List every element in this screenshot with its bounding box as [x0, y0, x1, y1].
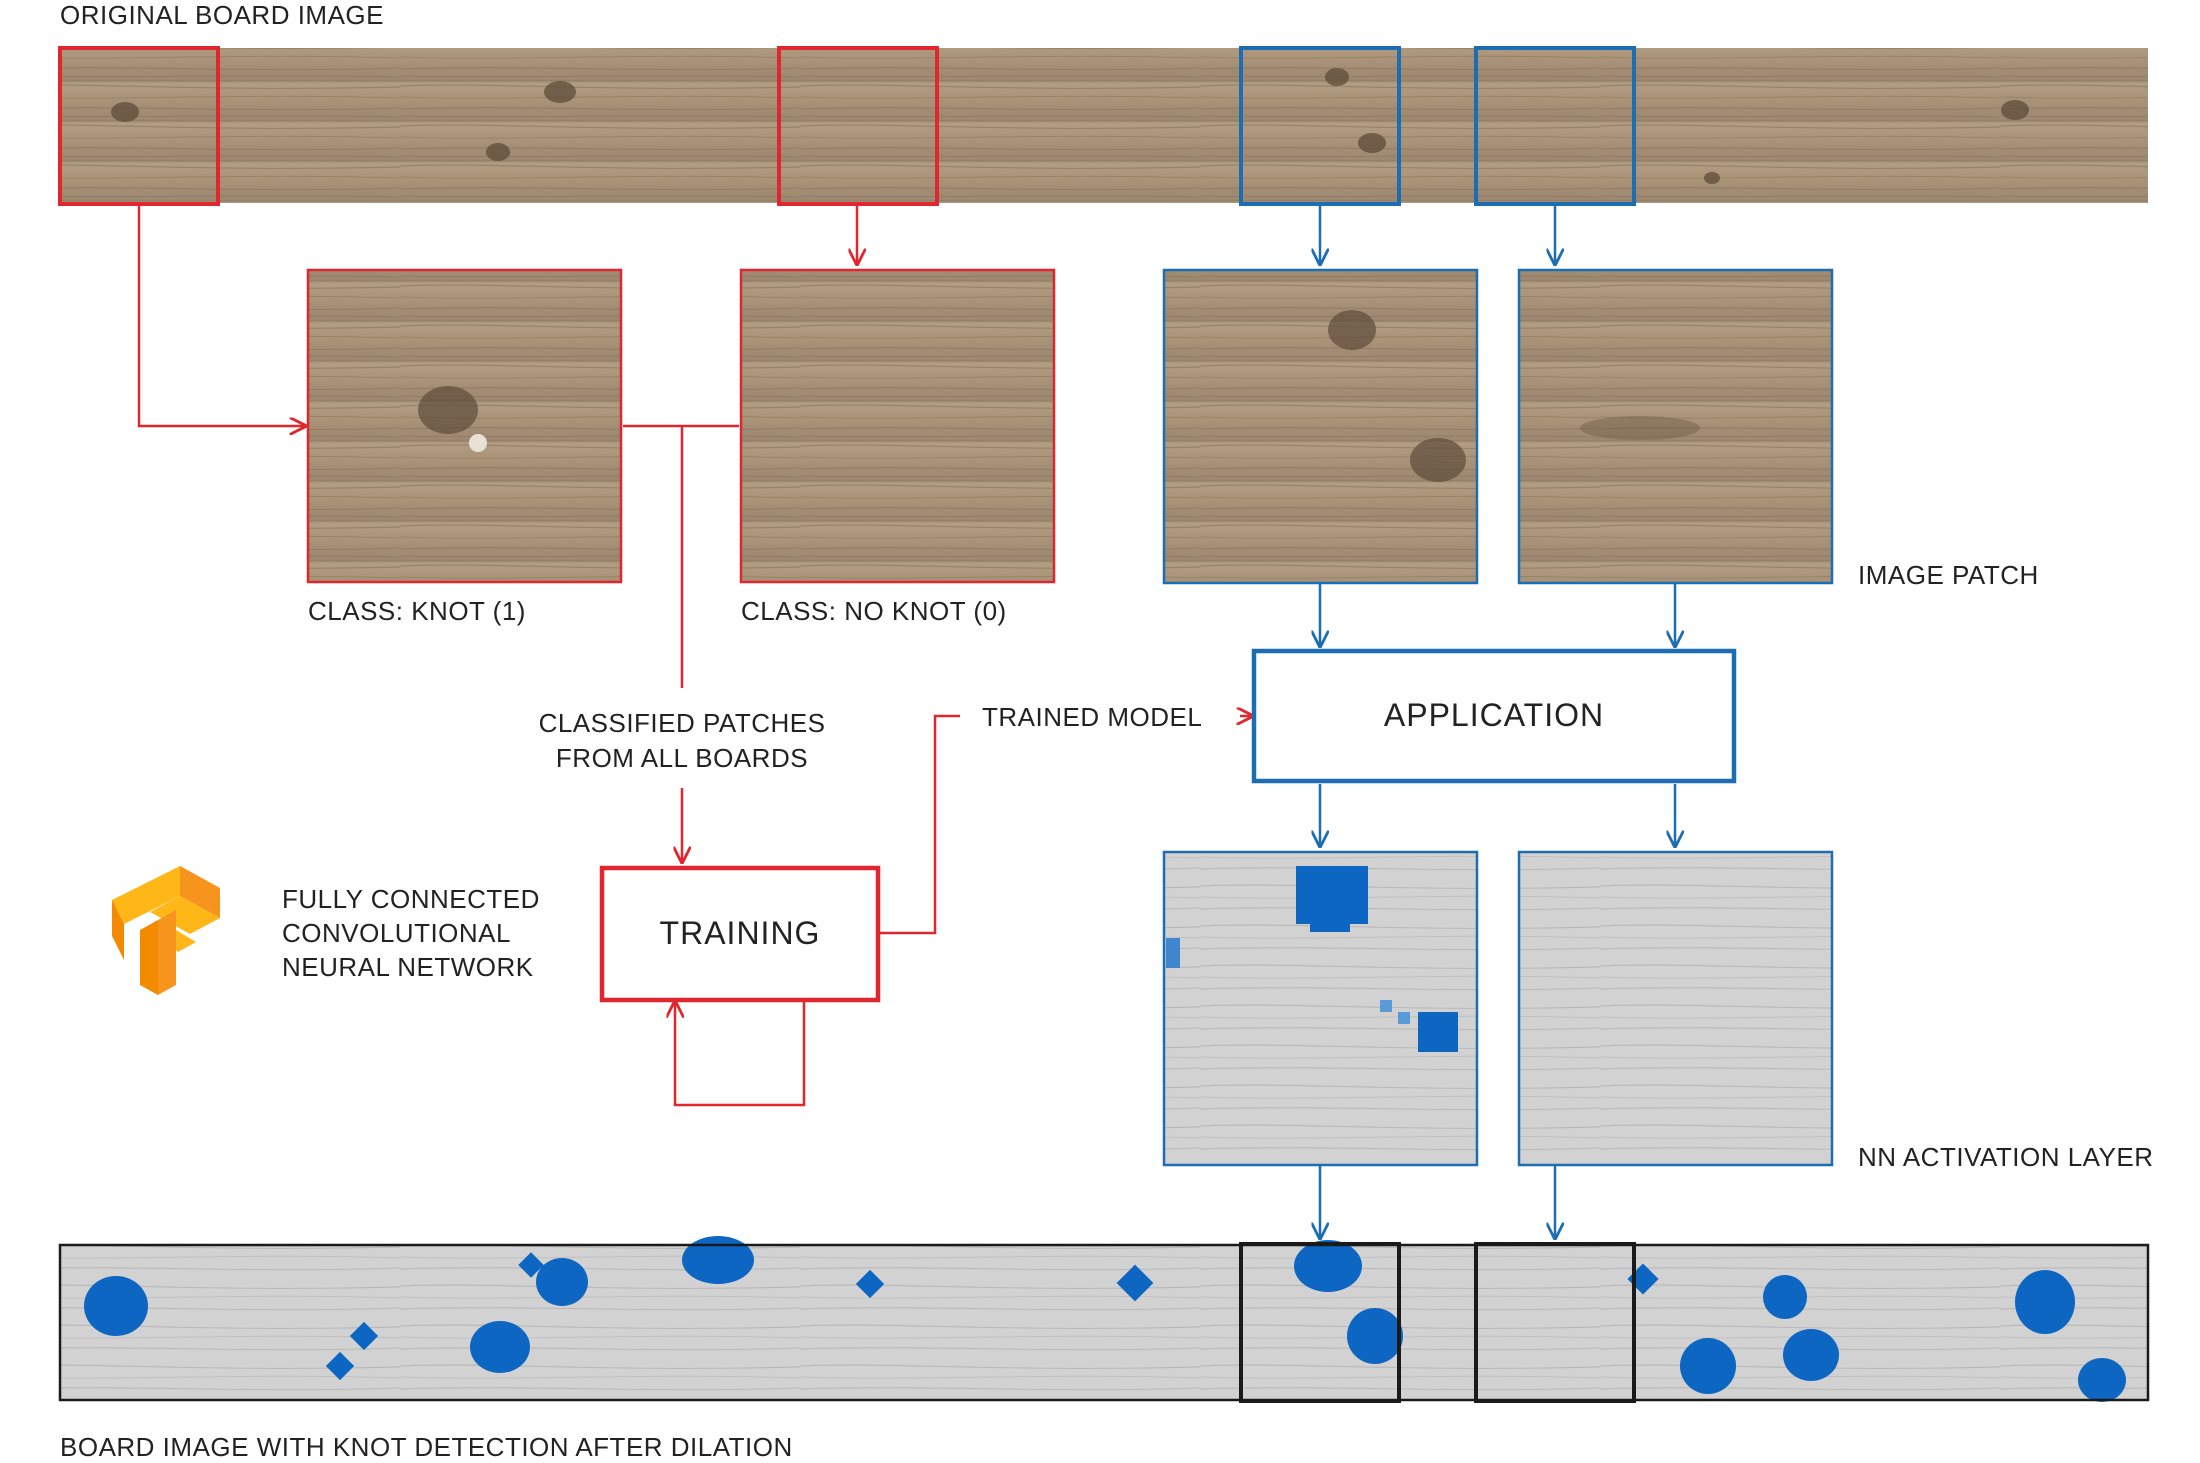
application-label: APPLICATION	[1383, 697, 1605, 733]
fcnn-line-3: NEURAL NETWORK	[282, 952, 534, 982]
knot-class-patch	[306, 268, 623, 584]
detection-board-image	[58, 1236, 2150, 1402]
application-box	[1251, 648, 1737, 784]
classified-patches-label: CLASSIFIED PATCHES FROM ALL BOARDS	[512, 706, 852, 776]
detection-window-2	[1474, 1242, 1636, 1403]
original-board-image	[60, 48, 2148, 203]
fcnn-line-2: CONVOLUTIONAL	[282, 918, 511, 948]
class-knot-label: CLASS: KNOT (1)	[308, 596, 526, 626]
patch-selection-1	[1239, 46, 1401, 206]
training-arrows	[137, 205, 1252, 1107]
detection-window-1	[1239, 1242, 1401, 1403]
no-knot-sample-selection	[777, 46, 939, 206]
board-knots	[111, 68, 2029, 184]
fcnn-label: FULLY CONNECTED CONVOLUTIONAL NEURAL NET…	[282, 882, 540, 984]
classified-patches-line-1: CLASSIFIED PATCHES	[538, 708, 826, 738]
training-box	[599, 865, 881, 1003]
knot-sample-selection	[58, 46, 220, 206]
trained-model-label: TRAINED MODEL	[982, 702, 1203, 732]
board-detection-label: BOARD IMAGE WITH KNOT DETECTION AFTER DI…	[60, 1432, 793, 1462]
patch-selection-2	[1474, 46, 1636, 206]
detected-knots	[84, 1236, 2126, 1402]
application-arrows	[1320, 205, 1675, 1238]
image-patch-2	[1517, 268, 1834, 585]
fcnn-line-1: FULLY CONNECTED	[282, 884, 540, 914]
activation-patch-1	[1162, 850, 1479, 1167]
image-patch-label: IMAGE PATCH	[1858, 560, 2039, 590]
tensorflow-logo-icon	[112, 866, 220, 995]
original-board-label: ORIGINAL BOARD IMAGE	[60, 0, 384, 30]
class-no-knot-label: CLASS: NO KNOT (0)	[741, 596, 1007, 626]
training-label: TRAINING	[659, 915, 821, 951]
no-knot-class-patch	[739, 268, 1056, 584]
nn-activation-label: NN ACTIVATION LAYER	[1858, 1142, 2154, 1172]
image-patch-1	[1162, 268, 1479, 585]
classified-patches-line-2: FROM ALL BOARDS	[555, 743, 809, 773]
activation-patch-2	[1517, 850, 1834, 1167]
